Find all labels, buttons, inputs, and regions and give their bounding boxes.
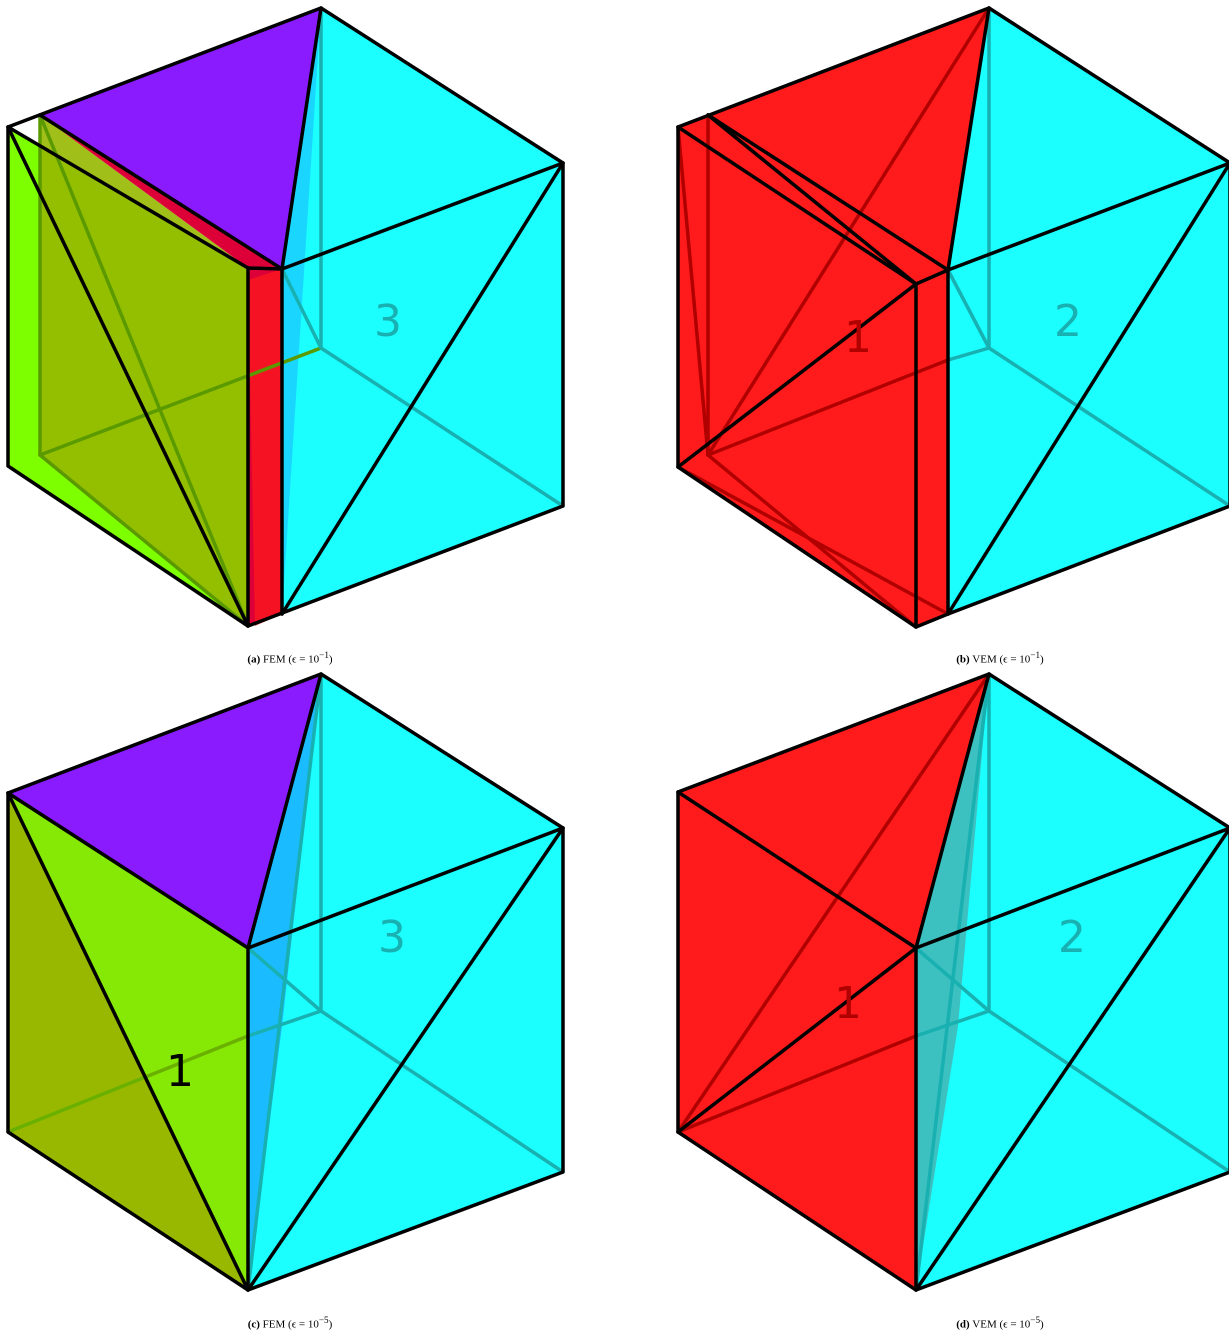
caption-close: ) [1040, 654, 1044, 666]
panel-a: 3 [0, 0, 580, 640]
caption-text: VEM (ϵ = 10 [972, 654, 1030, 666]
region-label: 2 [1058, 912, 1086, 963]
caption-exponent: −5 [319, 1315, 329, 1325]
caption-letter: (d) [956, 1319, 969, 1331]
caption-close: ) [329, 1319, 333, 1331]
caption-text: FEM (ϵ = 10 [263, 654, 319, 666]
caption-d: (d) VEM (ϵ = 10−5) [800, 1315, 1200, 1331]
caption-close: ) [1040, 1319, 1044, 1331]
region-label: 1 [834, 978, 862, 1029]
region-label: 1 [166, 1046, 194, 1097]
caption-exponent: −5 [1030, 1315, 1040, 1325]
region-label: 1 [844, 312, 872, 363]
region-label: 2 [1054, 296, 1082, 347]
cube-diagram-c: 1 3 [0, 666, 580, 1306]
caption-a: (a) FEM (ϵ = 10−1) [90, 650, 490, 666]
panel-c: 1 3 [0, 666, 580, 1306]
caption-letter: (b) [956, 654, 969, 666]
cube-diagram-d: 1 2 [668, 666, 1229, 1306]
region-label: 3 [374, 296, 402, 347]
caption-b: (b) VEM (ϵ = 10−1) [800, 650, 1200, 666]
cube-diagram-a: 3 [0, 0, 580, 640]
cube-diagram-b: 1 2 [668, 0, 1229, 640]
caption-letter: (a) [247, 654, 260, 666]
panel-d: 1 2 [668, 666, 1229, 1306]
panel-b: 1 2 [668, 0, 1229, 640]
caption-letter: (c) [248, 1319, 260, 1331]
caption-exponent: −1 [319, 650, 329, 660]
caption-close: ) [329, 654, 333, 666]
caption-text: FEM (ϵ = 10 [263, 1319, 319, 1331]
caption-c: (c) FEM (ϵ = 10−5) [90, 1315, 490, 1331]
caption-text: VEM (ϵ = 10 [972, 1319, 1030, 1331]
region-label: 3 [378, 912, 406, 963]
caption-exponent: −1 [1030, 650, 1040, 660]
